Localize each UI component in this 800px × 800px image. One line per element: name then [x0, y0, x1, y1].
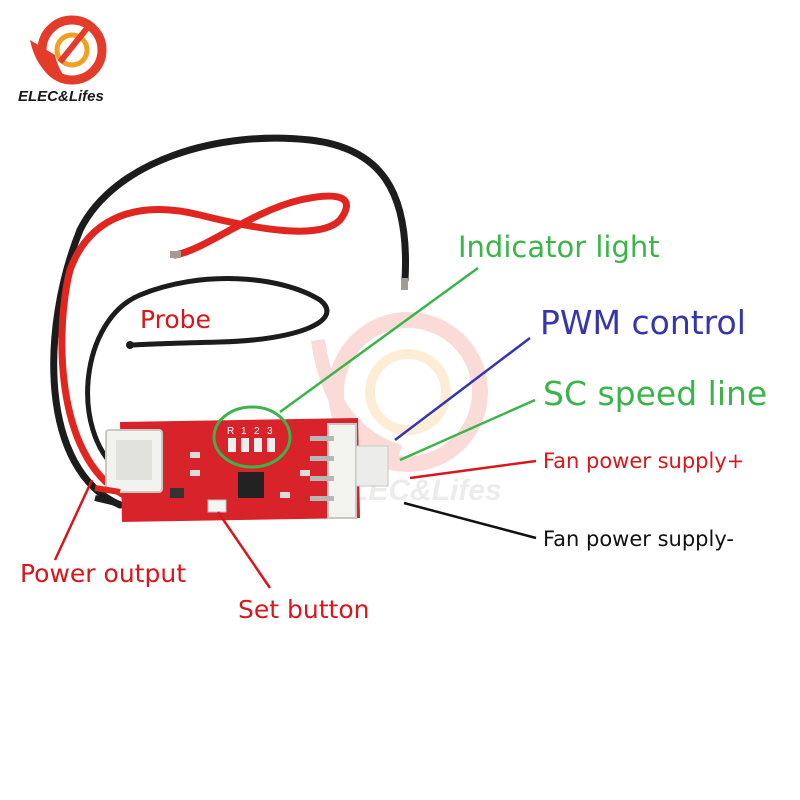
wires — [50, 134, 410, 509]
indicator-leds — [228, 438, 275, 452]
pcb-module: R 1 2 3 — [94, 418, 389, 522]
line-set-button — [216, 511, 272, 589]
red-wire-long — [58, 192, 350, 498]
logo-ring-icon — [37, 15, 107, 85]
set-button-switch — [207, 499, 227, 513]
line-indicator — [279, 266, 479, 414]
label-indicator-light: Indicator light — [458, 230, 660, 264]
line-fan-plus — [409, 459, 537, 480]
line-power-output — [53, 479, 94, 561]
probe-wire — [85, 276, 330, 473]
line-fan-minus — [403, 501, 537, 540]
brand-logo: ELEC&Lifes — [18, 15, 107, 105]
label-fan-power-minus: Fan power supply- — [543, 527, 734, 551]
indicator-highlight-circle — [212, 405, 292, 469]
silkscreen-led-r: R — [227, 426, 234, 437]
labels: Indicator light PWM control SC speed lin… — [20, 230, 767, 624]
logo-text: ELEC&Lifes — [18, 88, 104, 105]
label-power-output: Power output — [20, 559, 186, 588]
label-fan-power-plus: Fan power supply+ — [543, 449, 744, 473]
callout-lines — [53, 266, 537, 589]
silkscreen-led-1: 1 — [241, 426, 247, 437]
ic-chip — [238, 472, 264, 498]
label-set-button: Set button — [238, 595, 369, 624]
label-probe: Probe — [140, 305, 211, 334]
fan-connector — [310, 423, 389, 519]
silkscreen-led-2: 2 — [254, 426, 260, 437]
label-sc-speed-line: SC speed line — [543, 374, 767, 413]
silkscreen-led-3: 3 — [267, 426, 273, 437]
line-pwm — [394, 337, 531, 441]
line-sc-speed — [399, 398, 536, 462]
black-wire-long — [50, 134, 410, 509]
label-pwm-control: PWM control — [540, 303, 746, 342]
